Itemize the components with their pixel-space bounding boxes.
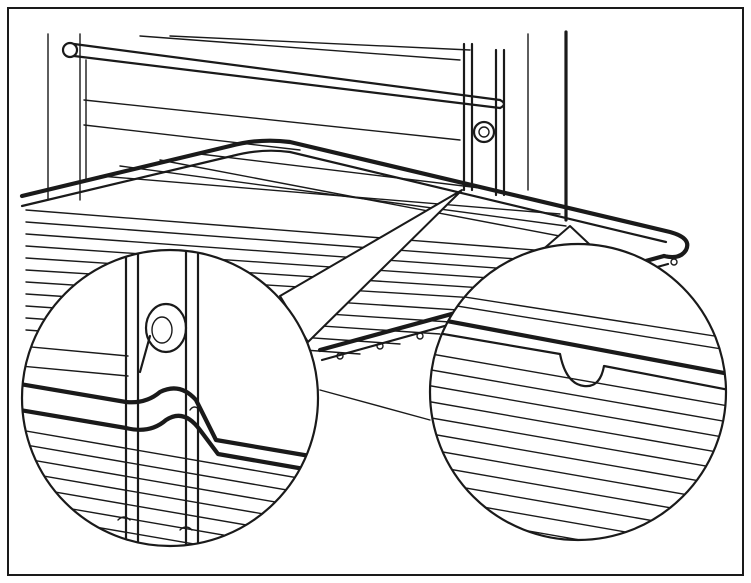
- detail-circle-right: [428, 225, 728, 542]
- rack-frame: [19, 138, 690, 260]
- side-runner-right: [462, 42, 506, 197]
- oven-cavity: [47, 30, 568, 222]
- side-runner-left: [61, 41, 506, 181]
